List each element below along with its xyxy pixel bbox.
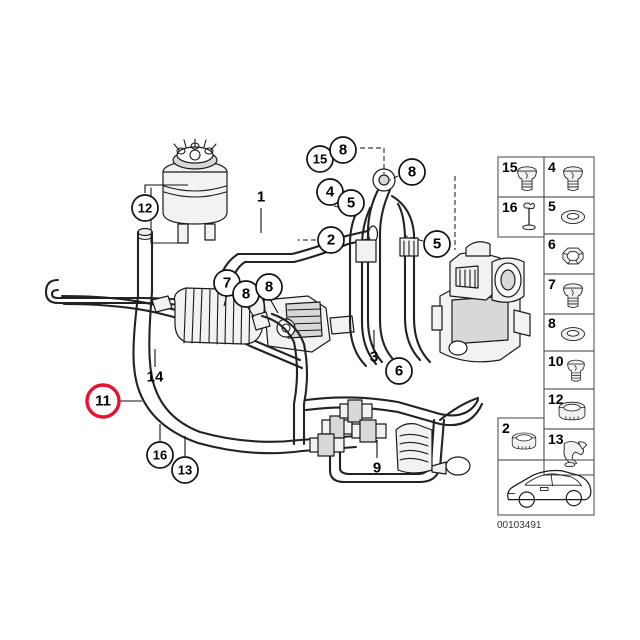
bolt-icon [567,359,585,382]
legend-cell-13[interactable]: 13 [543,428,595,476]
callout-2-bubble[interactable] [317,226,345,254]
legend-cell-vehicle[interactable] [497,459,595,516]
legend-cell-12[interactable]: 12 [543,388,595,430]
bolt-icon [563,283,583,308]
hex-nut-icon [562,247,584,265]
bracket-clip-icon [563,441,588,468]
legend-7-number: 7 [548,276,556,292]
clamp-ring-icon [511,432,537,450]
callout-12-bubble[interactable] [131,194,159,222]
callout-12-label: 12 [138,201,152,216]
callout-8b-bubble[interactable] [398,158,426,186]
callout-15[interactable]: 15 [306,145,334,173]
callout-8-d[interactable]: 8 [255,273,283,301]
legend-10-number: 10 [548,353,564,369]
callout-5a-label: 5 [347,195,355,212]
callout-6-label: 6 [395,363,403,380]
legend-16-number: 16 [502,199,518,215]
callout-8-a[interactable]: 8 [329,136,357,164]
callout-3[interactable]: 3 [370,349,378,366]
callout-13-label: 13 [178,463,192,478]
callout-2[interactable]: 2 [317,226,345,254]
callout-6-bubble[interactable] [385,357,413,385]
callout-7-label: 7 [223,275,231,292]
callout-5b-bubble[interactable] [423,230,451,258]
callout-3-label: 3 [370,349,378,366]
callout-9-label: 9 [373,460,381,477]
quick-connect-fittings [309,399,387,457]
callout-2-label: 2 [327,232,335,249]
legend-13-number: 13 [548,431,564,447]
callout-11-highlighted[interactable]: 11 [85,383,121,419]
o-ring-icon [561,210,585,224]
legend-cell-8[interactable]: 8 [543,313,595,352]
callout-14[interactable]: 14 [147,369,164,386]
power-steering-pump [431,241,531,363]
callout-14-label: 14 [147,369,164,386]
valve-screw-icon [522,202,536,231]
legend-cell-4[interactable]: 4 [543,156,595,198]
callout-1-label: 1 [257,189,265,206]
o-ring-icon [561,327,585,341]
callout-16[interactable]: 16 [146,441,174,469]
callout-12[interactable]: 12 [131,194,159,222]
legend-12-number: 12 [548,391,564,407]
callout-1[interactable]: 1 [257,189,265,206]
callout-13-bubble[interactable] [171,456,199,484]
callout-8-c[interactable]: 8 [232,280,260,308]
leader-lines [119,147,456,458]
hose-clamp-icon [558,401,586,421]
callout-11-label: 11 [95,393,111,410]
callout-16-label: 16 [153,448,167,463]
callout-8a-bubble[interactable] [329,136,357,164]
callout-5b-label: 5 [433,236,441,253]
legend-cell-6[interactable]: 6 [543,233,595,275]
callout-8-b[interactable]: 8 [398,158,426,186]
car-silhouette-icon [507,469,592,508]
legend-table: 15 16 2 4 5 6 [497,156,595,531]
legend-5-number: 5 [548,198,556,214]
legend-cell-10[interactable]: 10 [543,350,595,390]
bolt-icon [517,166,537,191]
legend-4-number: 4 [548,159,556,175]
callout-13[interactable]: 13 [171,456,199,484]
callout-16-bubble[interactable] [146,441,174,469]
lower-hose-network [304,396,484,484]
callout-15-label: 15 [313,152,327,167]
callout-4-label: 4 [326,184,335,201]
legend-15-number: 15 [502,159,518,175]
legend-6-number: 6 [548,236,556,252]
pressure-hose-group [348,168,432,368]
callout-8d-label: 8 [265,279,273,296]
legend-cell-5[interactable]: 5 [543,196,595,235]
legend-2-number: 2 [502,420,510,436]
suction-hose-12 [136,227,154,298]
callout-8a-label: 8 [339,142,347,159]
callout-8c-label: 8 [242,286,250,303]
legend-cell-15[interactable]: 15 [497,156,545,198]
bolt-icon [563,166,583,191]
callout-11-bubble[interactable] [85,383,121,419]
legend-cell-7[interactable]: 7 [543,273,595,315]
callout-8b-label: 8 [408,164,416,181]
callout-5-b[interactable]: 5 [423,230,451,258]
fluid-reservoir [150,138,228,244]
callout-6[interactable]: 6 [385,357,413,385]
legend-8-number: 8 [548,315,556,331]
legend-cell-2[interactable]: 2 [497,417,545,461]
legend-cell-16[interactable]: 16 [497,196,545,238]
callout-5a-bubble[interactable] [337,189,365,217]
callout-5-a[interactable]: 5 [337,189,365,217]
callout-9[interactable]: 9 [373,460,381,477]
callout-8d-bubble[interactable] [255,273,283,301]
diagram-id-label: 00103491 [497,520,542,531]
